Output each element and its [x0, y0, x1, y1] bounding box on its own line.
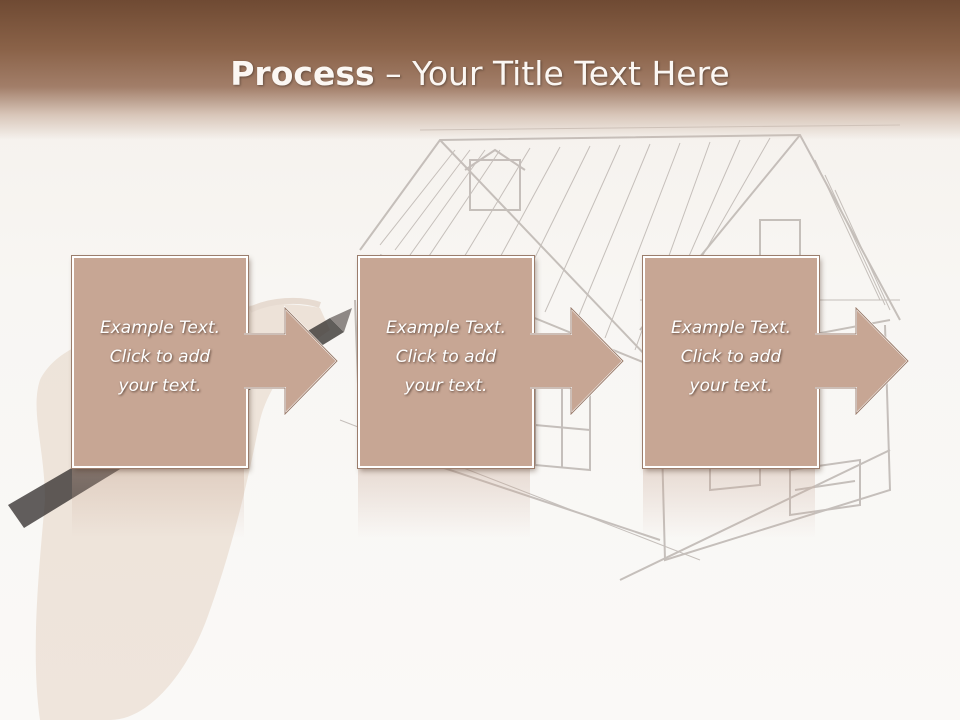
header-band	[0, 0, 960, 140]
step-3-line-1: Example Text.	[670, 318, 792, 338]
step-2-text[interactable]: Example Text. Click to add your text.	[360, 314, 532, 401]
step-3-text[interactable]: Example Text. Click to add your text.	[645, 314, 817, 401]
title-rest: – Your Title Text Here	[374, 54, 730, 93]
step-2-reflection	[358, 468, 530, 538]
step-2-line-1: Example Text.	[385, 318, 507, 338]
step-3-line-2: Click to add	[680, 347, 782, 367]
right-arrow-icon[interactable]	[643, 256, 923, 476]
step-2-line-3: your text.	[404, 376, 488, 396]
step-1-line-3: your text.	[118, 376, 202, 396]
step-3-reflection	[643, 468, 815, 538]
title-bold: Process	[230, 54, 375, 93]
step-1-text[interactable]: Example Text. Click to add your text.	[74, 314, 246, 401]
step-1-reflection	[72, 468, 244, 538]
step-3-line-3: your text.	[689, 376, 773, 396]
slide-title[interactable]: Process – Your Title Text Here	[0, 54, 960, 93]
step-2-box[interactable]: Example Text. Click to add your text.	[357, 255, 535, 469]
step-1-box[interactable]: Example Text. Click to add your text.	[71, 255, 249, 469]
step-2-line-2: Click to add	[395, 347, 497, 367]
step-1-line-2: Click to add	[109, 347, 211, 367]
right-arrow-icon[interactable]	[358, 256, 638, 476]
step-1-line-1: Example Text.	[99, 318, 221, 338]
right-arrow-icon[interactable]	[72, 256, 352, 476]
